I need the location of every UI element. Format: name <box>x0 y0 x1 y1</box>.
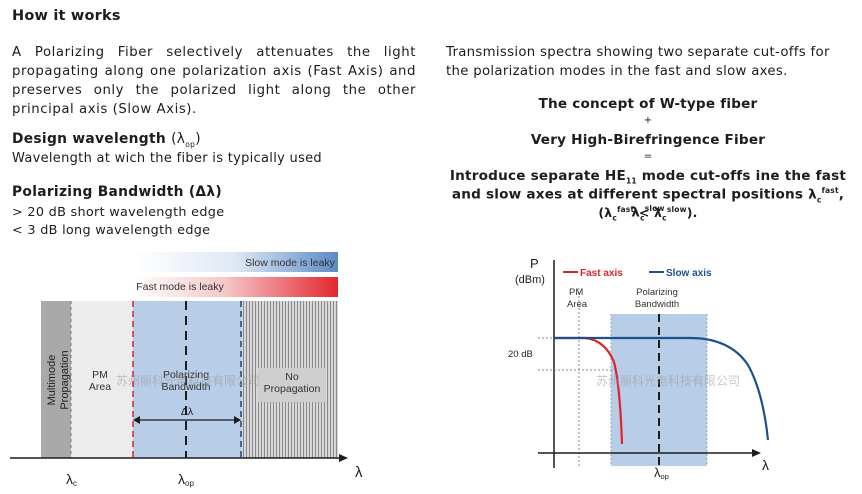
multimode-label-2: Propagation <box>59 350 71 409</box>
polarizing-label-right-1: Polarizing <box>636 287 678 298</box>
right-y-label-2: (dBm) <box>515 274 545 286</box>
multimode-label-1: Multimode <box>46 355 58 406</box>
design-wavelength-title: Design wavelength (λop) <box>12 131 201 149</box>
pm-label-2: Area <box>89 381 111 393</box>
concept-line-3: Introduce separate HE11 mode cut-offs in… <box>449 168 847 186</box>
left-axis-arrow <box>339 454 348 462</box>
slow-banner-label: Slow mode is leaky <box>245 257 336 269</box>
pm-area-label-1: PM <box>569 287 583 298</box>
design-wavelength-text: Wavelength at wich the fiber is typicall… <box>12 151 322 166</box>
section-heading: How it works <box>12 8 121 24</box>
right-y-label-1: P <box>530 256 539 271</box>
concept-equals: = <box>643 151 653 162</box>
bandwidth-line-2: < 3 dB long wavelength edge <box>12 223 211 238</box>
right-axis-label: λ <box>762 457 769 473</box>
no-prop-label-2: Propagation <box>264 383 321 395</box>
db-label: 20 dB <box>508 349 533 360</box>
legend-fast-label: Fast axis <box>580 268 623 279</box>
polarizing-label-1: Polarizing <box>163 369 209 381</box>
delta-arrow-left-head <box>133 416 140 424</box>
transmission-paragraph: Transmission spectra showing two separat… <box>446 45 830 79</box>
lambda-op-label: λop <box>178 471 194 488</box>
fast-leaky-banner <box>133 277 338 297</box>
concept-plus: + <box>643 115 653 126</box>
pm-label-1: PM <box>92 369 108 381</box>
concept-line-2: Very High-Birefringence Fiber <box>530 132 766 148</box>
fast-axis-curve <box>554 336 624 445</box>
left-watermark: 苏州丽科光电科技有限公司 <box>116 374 260 388</box>
design-wavelength-label: Design wavelength <box>12 131 166 147</box>
polarizing-bandwidth-title: Polarizing Bandwidth (Δλ) <box>12 184 223 200</box>
right-watermark: 苏州丽科光电科技有限公司 <box>596 374 740 388</box>
delta-arrow-right-head <box>234 416 241 424</box>
concept-line-1: The concept of W-type fiber <box>538 96 758 112</box>
legend-slow-label: Slow axis <box>666 268 712 279</box>
pm-area-label-2: Area <box>567 299 588 310</box>
left-axis-label: λ <box>355 464 363 481</box>
design-wavelength-symbol: (λop) <box>171 131 201 149</box>
fast-banner-label: Fast mode is leaky <box>136 281 224 293</box>
slow-axis-curve <box>554 336 770 441</box>
delta-label: Δλ <box>181 406 194 418</box>
concept-line-4: and slow axes at different spectral posi… <box>451 186 845 223</box>
no-prop-label-1: No <box>285 371 299 383</box>
right-band <box>611 314 707 466</box>
slow-leaky-banner <box>133 252 338 272</box>
polarizing-label-right-2: Bandwidth <box>635 299 679 310</box>
bandwidth-line-1: > 20 dB short wavelength edge <box>12 205 225 220</box>
pm-region <box>71 301 133 458</box>
no-propagation-box <box>258 368 326 402</box>
right-axis-arrow <box>752 449 761 457</box>
right-lambda-op-label: λop <box>654 465 669 481</box>
multimode-region <box>41 301 71 458</box>
intro-paragraph: A Polarizing Fiber selectively attenuate… <box>12 45 416 117</box>
concept-line-5: (λcfast < λcslow). <box>598 205 698 223</box>
polarizing-label-2: Bandwidth <box>161 381 210 393</box>
lambda-c-label: λc <box>66 471 77 488</box>
